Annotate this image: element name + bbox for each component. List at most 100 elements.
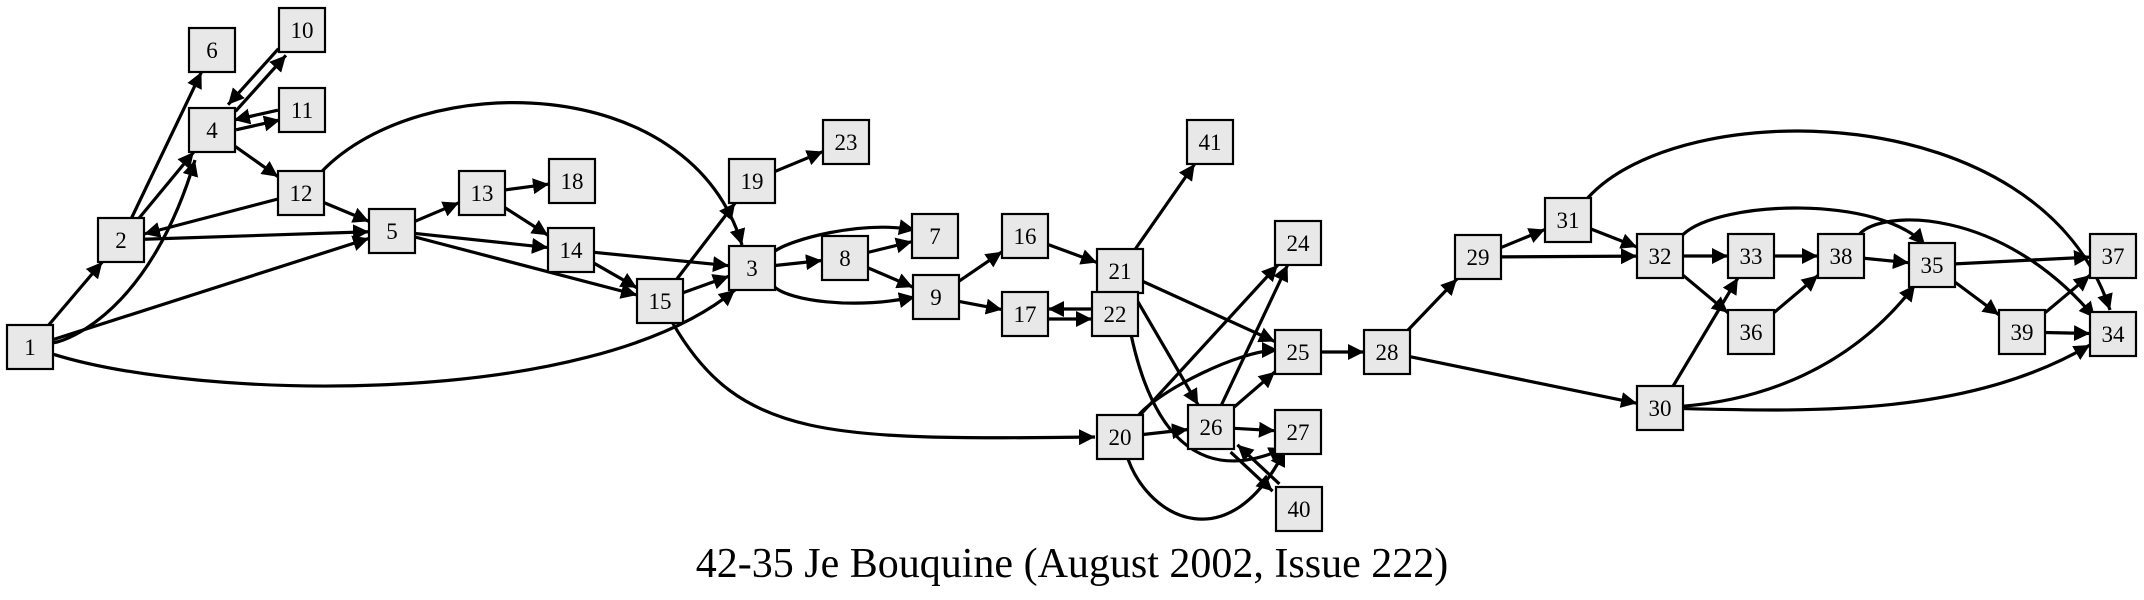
edge-20-to-25 xyxy=(1137,342,1279,417)
node-label-39: 39 xyxy=(2011,320,2034,345)
edge-5-to-15 xyxy=(414,235,638,299)
node-label-28: 28 xyxy=(1376,340,1399,365)
node-label-11: 11 xyxy=(291,98,313,123)
node-23: 23 xyxy=(821,118,871,166)
node-label-40: 40 xyxy=(1288,497,1311,522)
edge-3-to-9 xyxy=(773,286,916,308)
node-label-6: 6 xyxy=(206,38,218,63)
edge-21-to-25 xyxy=(1142,280,1276,343)
node-box-12 xyxy=(276,169,326,217)
edge-10-to-4 xyxy=(226,47,280,106)
edge-20-to-27 xyxy=(1126,449,1287,521)
edge-19-to-23 xyxy=(774,150,824,173)
node-box-27 xyxy=(1273,408,1323,456)
node-label-35: 35 xyxy=(1921,253,1944,278)
node-3: 3 xyxy=(727,244,777,292)
node-label-8: 8 xyxy=(839,246,851,271)
node-box-30 xyxy=(1635,384,1685,432)
edge-20-to-24 xyxy=(1139,263,1279,417)
node-label-29: 29 xyxy=(1467,245,1490,270)
node-label-37: 37 xyxy=(2102,244,2125,269)
node-box-41 xyxy=(1185,118,1235,166)
node-label-4: 4 xyxy=(206,118,218,143)
node-15: 15 xyxy=(635,277,685,325)
node-40: 40 xyxy=(1274,485,1324,533)
node-box-40 xyxy=(1274,485,1324,533)
node-box-23 xyxy=(821,118,871,166)
node-box-32 xyxy=(1635,232,1685,280)
node-label-30: 30 xyxy=(1649,396,1672,421)
edge-4-to-11 xyxy=(235,115,281,132)
node-26: 26 xyxy=(1186,403,1236,451)
node-29: 29 xyxy=(1453,233,1503,281)
node-11: 11 xyxy=(277,86,327,134)
node-8: 8 xyxy=(820,234,870,282)
node-label-5: 5 xyxy=(386,219,398,244)
node-box-15 xyxy=(635,277,685,325)
node-box-8 xyxy=(820,234,870,282)
node-6: 6 xyxy=(187,26,237,74)
node-label-18: 18 xyxy=(561,169,584,194)
node-label-15: 15 xyxy=(649,289,672,314)
node-13: 13 xyxy=(457,169,507,217)
node-22: 22 xyxy=(1090,290,1140,338)
node-32: 32 xyxy=(1635,232,1685,280)
node-label-34: 34 xyxy=(2102,322,2126,347)
node-5: 5 xyxy=(367,207,417,255)
edge-15-to-3 xyxy=(682,274,730,295)
node-4: 4 xyxy=(187,106,237,154)
edge-38-to-34 xyxy=(1858,218,2097,320)
edge-1-to-5 xyxy=(52,235,370,342)
node-9: 9 xyxy=(911,273,961,321)
node-box-28 xyxy=(1362,328,1412,376)
node-label-2: 2 xyxy=(115,228,127,253)
node-box-17 xyxy=(1000,290,1050,338)
node-box-6 xyxy=(187,26,237,74)
edge-30-to-34 xyxy=(1682,343,2091,412)
node-box-21 xyxy=(1095,247,1145,295)
node-box-7 xyxy=(910,212,960,260)
node-label-26: 26 xyxy=(1200,415,1223,440)
edge-30-to-33 xyxy=(1671,277,1740,387)
node-label-7: 7 xyxy=(929,224,941,249)
node-label-9: 9 xyxy=(930,285,942,310)
edge-35-to-37 xyxy=(1954,249,2091,266)
node-label-1: 1 xyxy=(24,335,36,360)
node-box-24 xyxy=(1273,219,1323,267)
node-label-3: 3 xyxy=(746,256,758,281)
node-box-18 xyxy=(547,157,597,205)
node-label-23: 23 xyxy=(835,130,858,155)
node-label-25: 25 xyxy=(1287,340,1310,365)
edge-5-to-13 xyxy=(414,201,460,223)
edge-26-to-25 xyxy=(1232,370,1277,409)
edge-12-to-5 xyxy=(323,201,370,223)
node-label-36: 36 xyxy=(1740,320,1763,345)
edge-26-to-24 xyxy=(1219,264,1290,406)
edge-40-to-26 xyxy=(1236,443,1281,486)
node-35: 35 xyxy=(1907,241,1957,289)
node-label-12: 12 xyxy=(290,181,313,206)
node-20: 20 xyxy=(1095,413,1145,461)
edge-1-to-4 xyxy=(52,159,199,345)
node-label-10: 10 xyxy=(291,18,314,43)
node-1: 1 xyxy=(5,323,55,371)
node-label-31: 31 xyxy=(1557,208,1580,233)
edge-28-to-30 xyxy=(1409,355,1638,408)
edge-39-to-37 xyxy=(2043,273,2092,315)
node-box-9 xyxy=(911,273,961,321)
node-37: 37 xyxy=(2088,232,2138,280)
node-19: 19 xyxy=(727,157,777,205)
node-box-4 xyxy=(187,106,237,154)
edge-26-to-27 xyxy=(1233,421,1276,438)
edge-9-to-16 xyxy=(958,250,1003,283)
edge-16-to-21 xyxy=(1047,242,1098,265)
edge-39-to-34 xyxy=(2044,325,2091,342)
edge-29-to-31 xyxy=(1500,227,1546,250)
node-label-21: 21 xyxy=(1109,259,1132,284)
node-label-13: 13 xyxy=(471,181,494,206)
node-box-1 xyxy=(5,323,55,371)
node-box-25 xyxy=(1273,328,1323,376)
node-box-37 xyxy=(2088,232,2138,280)
